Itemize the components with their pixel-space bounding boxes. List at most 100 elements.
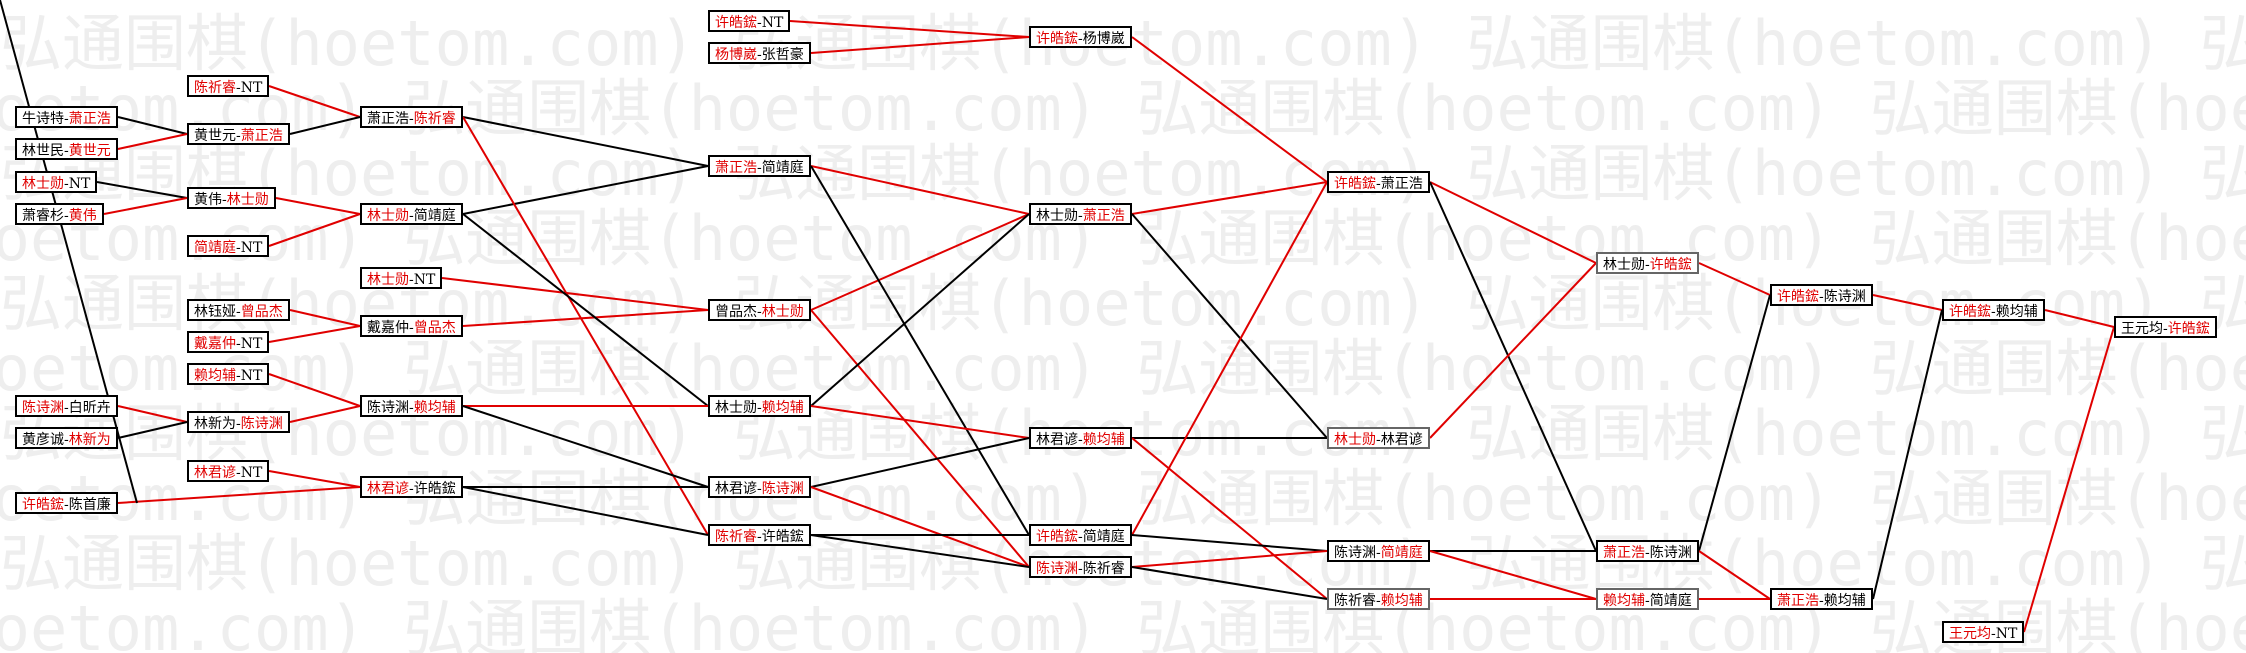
player-name: 林士勋 bbox=[367, 208, 409, 224]
bracket-connector bbox=[96, 181, 188, 199]
bracket-connector bbox=[2044, 309, 2115, 328]
separator-dash: - bbox=[64, 111, 69, 127]
player-name: 林士勋 bbox=[761, 304, 804, 320]
bracket-connector bbox=[1429, 181, 1597, 264]
separator-dash: - bbox=[1376, 176, 1381, 192]
bracket-connector bbox=[268, 85, 361, 118]
bracket-connector bbox=[117, 116, 188, 135]
player-name: 赖均辅 bbox=[413, 400, 456, 416]
bracket-connector bbox=[1131, 181, 1328, 215]
watermark-text: 弘通围棋(hoetom.com) 弘通围棋(hoetom.com) 弘通围棋(h… bbox=[0, 462, 2246, 535]
player-name: 牛诗特 bbox=[22, 111, 64, 127]
player-name: 林新为 bbox=[194, 416, 236, 432]
separator-dash: - bbox=[64, 400, 69, 416]
bracket-connector bbox=[810, 534, 1030, 568]
player-name: NT bbox=[1995, 626, 2018, 642]
player-name: 赖均辅 bbox=[761, 400, 804, 416]
bracket-connector bbox=[810, 213, 1030, 407]
bracket-connector bbox=[117, 486, 361, 504]
player-name: 许皓鋐 bbox=[1334, 176, 1376, 192]
match-node: 萧正浩-赖均辅 bbox=[1770, 588, 1873, 610]
player-name: 王元均 bbox=[2121, 321, 2163, 337]
player-name: 林士勋 bbox=[715, 400, 757, 416]
match-node: 林士勋-许皓鋐 bbox=[1596, 252, 1699, 274]
match-node: 陈祈睿-许皓鋐 bbox=[708, 524, 811, 546]
bracket-connector bbox=[268, 213, 361, 247]
player-name: 许皓鋐 bbox=[1036, 529, 1078, 545]
separator-dash: - bbox=[236, 336, 241, 352]
player-name: 简靖庭 bbox=[1649, 593, 1692, 609]
separator-dash: - bbox=[1819, 289, 1824, 305]
bracket-connector bbox=[289, 116, 361, 135]
player-name: 许皓鋐 bbox=[2167, 321, 2210, 337]
player-name: 萧正浩 bbox=[1603, 545, 1645, 561]
separator-dash: - bbox=[1645, 257, 1650, 273]
match-node: 许皓鋐-陈诗渊 bbox=[1770, 284, 1873, 306]
match-node: 林士勋-萧正浩 bbox=[1029, 203, 1132, 225]
match-node: 林士勋-简靖庭 bbox=[360, 203, 463, 225]
player-name: NT bbox=[761, 15, 784, 31]
player-name: 戴嘉仲 bbox=[194, 336, 236, 352]
player-name: 林士勋 bbox=[1603, 257, 1645, 273]
player-name: 黄伟 bbox=[68, 208, 97, 224]
player-name: 萧正浩 bbox=[68, 111, 111, 127]
player-name: 林世民 bbox=[22, 143, 64, 159]
separator-dash: - bbox=[409, 111, 414, 127]
bracket-connector bbox=[1698, 262, 1771, 296]
player-name: 林君谚 bbox=[367, 481, 409, 497]
match-node: 赖均辅-简靖庭 bbox=[1596, 588, 1699, 610]
player-name: 赖均辅 bbox=[1823, 593, 1866, 609]
player-name: 萧睿杉 bbox=[22, 208, 64, 224]
diagonal-line bbox=[0, 0, 138, 504]
player-name: NT bbox=[240, 336, 263, 352]
bracket-connector bbox=[1131, 181, 1328, 536]
player-name: 林士勋 bbox=[1036, 208, 1078, 224]
separator-dash: - bbox=[757, 15, 762, 31]
bracket-connector bbox=[810, 165, 1030, 215]
bracket-connector bbox=[462, 165, 709, 215]
separator-dash: - bbox=[64, 176, 69, 192]
match-node: 林士勋-NT bbox=[15, 171, 98, 193]
separator-dash: - bbox=[757, 160, 762, 176]
player-name: 白昕卉 bbox=[68, 400, 111, 416]
bracket-connector bbox=[1131, 550, 1328, 568]
bracket-connector bbox=[117, 421, 188, 439]
player-name: 曾品杰 bbox=[240, 304, 283, 320]
bracket-connector bbox=[810, 405, 1030, 439]
match-node: 陈祈睿-赖均辅 bbox=[1327, 588, 1430, 610]
separator-dash: - bbox=[1078, 432, 1083, 448]
match-node: 林君谚-许皓鋐 bbox=[360, 476, 463, 498]
player-name: 许皓鋐 bbox=[761, 529, 804, 545]
separator-dash: - bbox=[1991, 626, 1996, 642]
player-name: 许皓鋐 bbox=[1036, 31, 1078, 47]
match-node: 曾品杰-林士勋 bbox=[708, 299, 811, 321]
separator-dash: - bbox=[64, 497, 69, 513]
player-name: 赖均辅 bbox=[1603, 593, 1645, 609]
player-name: 林钰娅 bbox=[194, 304, 236, 320]
player-name: 简靖庭 bbox=[1082, 529, 1125, 545]
match-node: 许皓鋐-赖均辅 bbox=[1942, 299, 2045, 321]
player-name: 萧正浩 bbox=[1082, 208, 1125, 224]
player-name: 林士勋 bbox=[22, 176, 64, 192]
bracket-connector bbox=[462, 309, 709, 327]
match-node: 戴嘉仲-NT bbox=[187, 331, 270, 353]
bracket-connector bbox=[462, 213, 709, 407]
separator-dash: - bbox=[236, 368, 241, 384]
bracket-connector bbox=[1131, 213, 1328, 439]
bracket-connector bbox=[268, 373, 361, 407]
player-name: 陈诗渊 bbox=[367, 400, 409, 416]
bracket-connector bbox=[1429, 550, 1597, 600]
player-name: 陈诗渊 bbox=[22, 400, 64, 416]
player-name: 许皓鋐 bbox=[22, 497, 64, 513]
bracket-connector bbox=[1131, 36, 1328, 183]
separator-dash: - bbox=[222, 192, 227, 208]
player-name: 林士勋 bbox=[226, 192, 269, 208]
bracket-connector bbox=[117, 405, 188, 423]
player-name: 陈祈睿 bbox=[194, 80, 236, 96]
player-name: 许皓鋐 bbox=[1777, 289, 1819, 305]
player-name: 简靖庭 bbox=[761, 160, 804, 176]
separator-dash: - bbox=[1376, 432, 1381, 448]
match-node: 陈诗渊-陈祈睿 bbox=[1029, 556, 1132, 578]
